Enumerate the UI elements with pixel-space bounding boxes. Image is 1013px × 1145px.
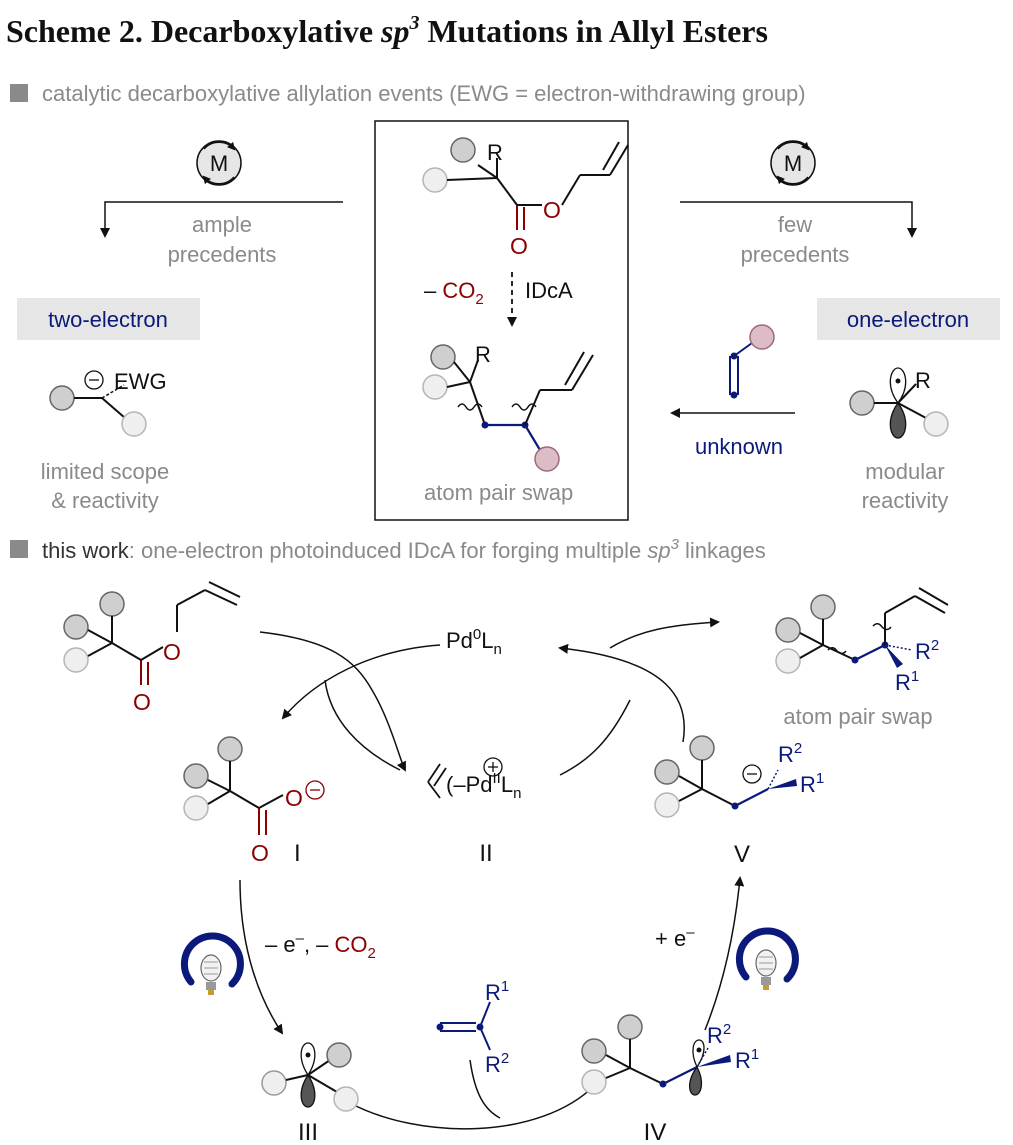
minus-co2-label: – CO2 bbox=[424, 278, 484, 308]
label-II: II bbox=[479, 840, 492, 867]
alkene-substituent-circle bbox=[534, 446, 560, 472]
alkene-r1: R1 bbox=[485, 978, 509, 1005]
int-IV-r1: R1 bbox=[735, 1046, 759, 1073]
idca-label: IDcA bbox=[525, 278, 573, 303]
p-orbital-icon bbox=[889, 367, 907, 405]
swap-label-box: atom pair swap bbox=[424, 480, 573, 505]
product-r2: R2 bbox=[915, 637, 939, 664]
radical-structure: R bbox=[849, 367, 949, 439]
light-bulb-icon-left bbox=[181, 932, 244, 995]
swap-label-cycle: atom pair swap bbox=[783, 704, 932, 729]
I-to-III-arrow bbox=[239, 879, 284, 1035]
right-branch-arrow bbox=[680, 201, 917, 238]
pdII-label: (–PdIILn bbox=[446, 770, 521, 802]
ester-o: O bbox=[543, 197, 561, 223]
intermediate-V-structure: R2 R1 bbox=[654, 735, 824, 818]
cycle-allyl-ester: O O bbox=[63, 581, 241, 715]
modular-label-2: reactivity bbox=[862, 488, 949, 513]
few-precedents-label: precedents bbox=[741, 242, 850, 267]
carbanion-charge-icon bbox=[742, 764, 762, 784]
unknown-label: unknown bbox=[695, 434, 783, 459]
scheme-title: Scheme 2. Decarboxylative sp3 Mutations … bbox=[6, 12, 768, 49]
one-electron-box bbox=[817, 298, 1000, 340]
one-electron-label: one-electron bbox=[847, 307, 969, 332]
V-to-pd0-arc bbox=[558, 643, 685, 743]
int-IV-r2: R2 bbox=[707, 1021, 731, 1048]
label-V: V bbox=[734, 841, 750, 868]
int-I-carboxylate-o: O bbox=[285, 785, 303, 811]
cation-charge-icon bbox=[483, 757, 503, 777]
r-label-product: R bbox=[475, 342, 491, 367]
two-electron-label: two-electron bbox=[48, 307, 168, 332]
ample-precedents-label: precedents bbox=[168, 242, 277, 267]
modular-label-1: modular bbox=[865, 459, 944, 484]
cat-m-right: M bbox=[784, 151, 802, 176]
carbonyl-o: O bbox=[510, 233, 528, 259]
label-III: III bbox=[298, 1119, 318, 1145]
section2-bullet bbox=[10, 540, 28, 558]
r-label-radical: R bbox=[915, 368, 931, 393]
carboxylate-charge-icon bbox=[305, 780, 325, 800]
center-box bbox=[374, 120, 629, 521]
light-bulb-icon-right bbox=[736, 927, 799, 990]
ample-label: ample bbox=[192, 212, 252, 237]
r-label: R bbox=[487, 140, 503, 165]
cycle-ester-o: O bbox=[163, 639, 181, 665]
allyl-ester-structure: R O O bbox=[422, 137, 629, 259]
cycle-product: R2 R1 bbox=[775, 587, 949, 695]
section2-heading: this work: one-electron photoinduced IDc… bbox=[42, 536, 766, 563]
alkene-r2: R2 bbox=[485, 1050, 509, 1077]
limited-label-1: limited scope bbox=[41, 459, 169, 484]
label-IV: IV bbox=[644, 1119, 667, 1145]
int-I-carbonyl-o: O bbox=[251, 840, 269, 866]
substituent-circle-light bbox=[422, 167, 448, 193]
int-V-r2: R2 bbox=[778, 740, 802, 767]
III-to-IV-arrow bbox=[349, 1083, 597, 1130]
cycle-alkene-reagent: R1 R2 bbox=[436, 978, 509, 1077]
intermediate-III-structure bbox=[261, 1042, 359, 1112]
catalyst-cycle-icon-left: M bbox=[196, 140, 242, 186]
pd0-label: Pd0Ln bbox=[446, 626, 502, 658]
pd0-to-I-arc bbox=[281, 644, 441, 720]
ewg-label: EWG bbox=[114, 369, 167, 394]
int-V-r1: R1 bbox=[800, 770, 824, 797]
reduction-label: + e– bbox=[655, 924, 695, 951]
anion-charge-icon bbox=[84, 370, 104, 390]
label-I: I bbox=[294, 840, 301, 867]
to-product-arc bbox=[609, 617, 720, 649]
section-bullet bbox=[10, 84, 28, 102]
alkene-reagent bbox=[729, 324, 775, 399]
catalyst-cycle-icon-right: M bbox=[770, 140, 816, 186]
ester-to-II-arc bbox=[259, 631, 406, 772]
cycle-carbonyl-o: O bbox=[133, 689, 151, 715]
few-label: few bbox=[778, 212, 812, 237]
two-electron-box bbox=[17, 298, 200, 340]
limited-label-2: & reactivity bbox=[51, 488, 159, 513]
intermediate-I-structure: O O bbox=[183, 736, 325, 866]
intermediate-II-structure: (–PdIILn bbox=[427, 757, 521, 802]
swap-product-structure: R bbox=[422, 342, 594, 472]
IV-to-V-arrow bbox=[704, 876, 745, 1031]
carbanion-structure: EWG bbox=[49, 369, 167, 437]
substituent-circle-dark bbox=[450, 137, 476, 163]
product-r1: R1 bbox=[895, 668, 919, 695]
section1-heading: catalytic decarboxylative allylation eve… bbox=[42, 81, 806, 106]
intermediate-IV-structure: R2 R1 bbox=[581, 1014, 759, 1096]
cat-m-left: M bbox=[210, 151, 228, 176]
left-branch-arrow bbox=[100, 201, 343, 238]
oxidation-label: – e–, – CO2 bbox=[265, 930, 376, 962]
